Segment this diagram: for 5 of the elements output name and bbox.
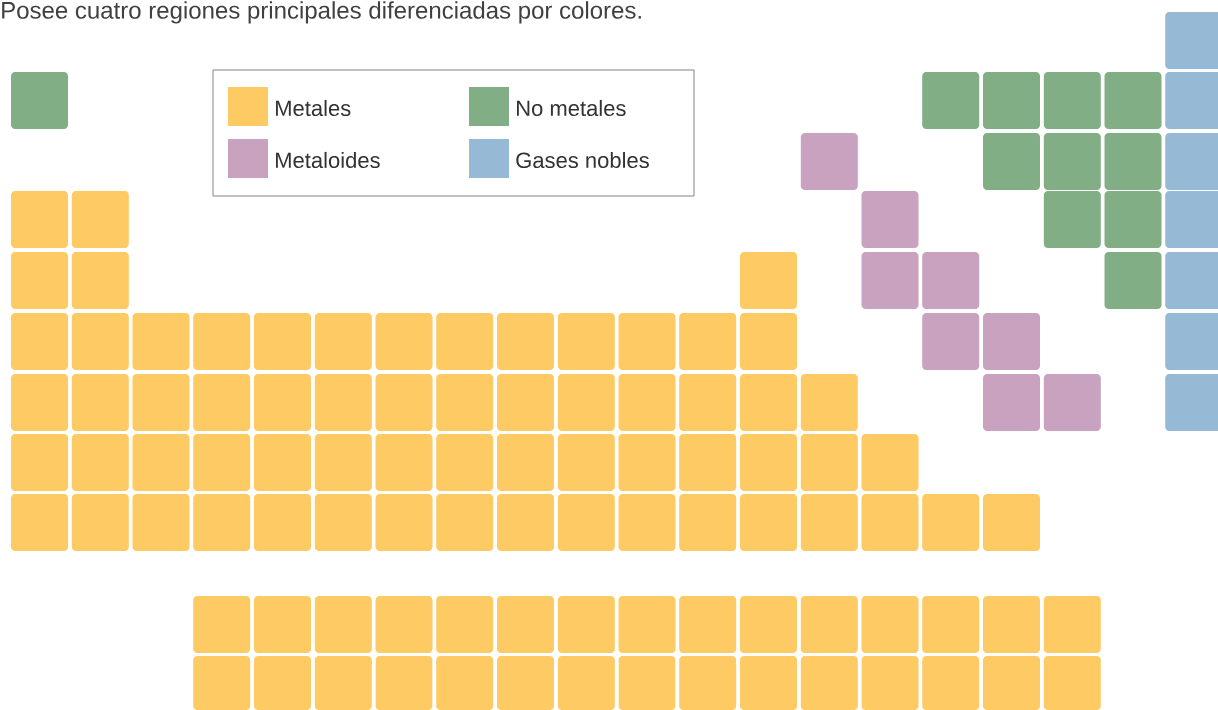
legend-label: Gases nobles	[516, 151, 649, 169]
legend-label: Metaloides	[276, 151, 380, 169]
legend-label: Metales	[276, 99, 351, 117]
legend-label: No metales	[517, 99, 626, 117]
caption-text: Posee cuatro regiones principales diferenciadas por colores.	[2, 1, 641, 24]
